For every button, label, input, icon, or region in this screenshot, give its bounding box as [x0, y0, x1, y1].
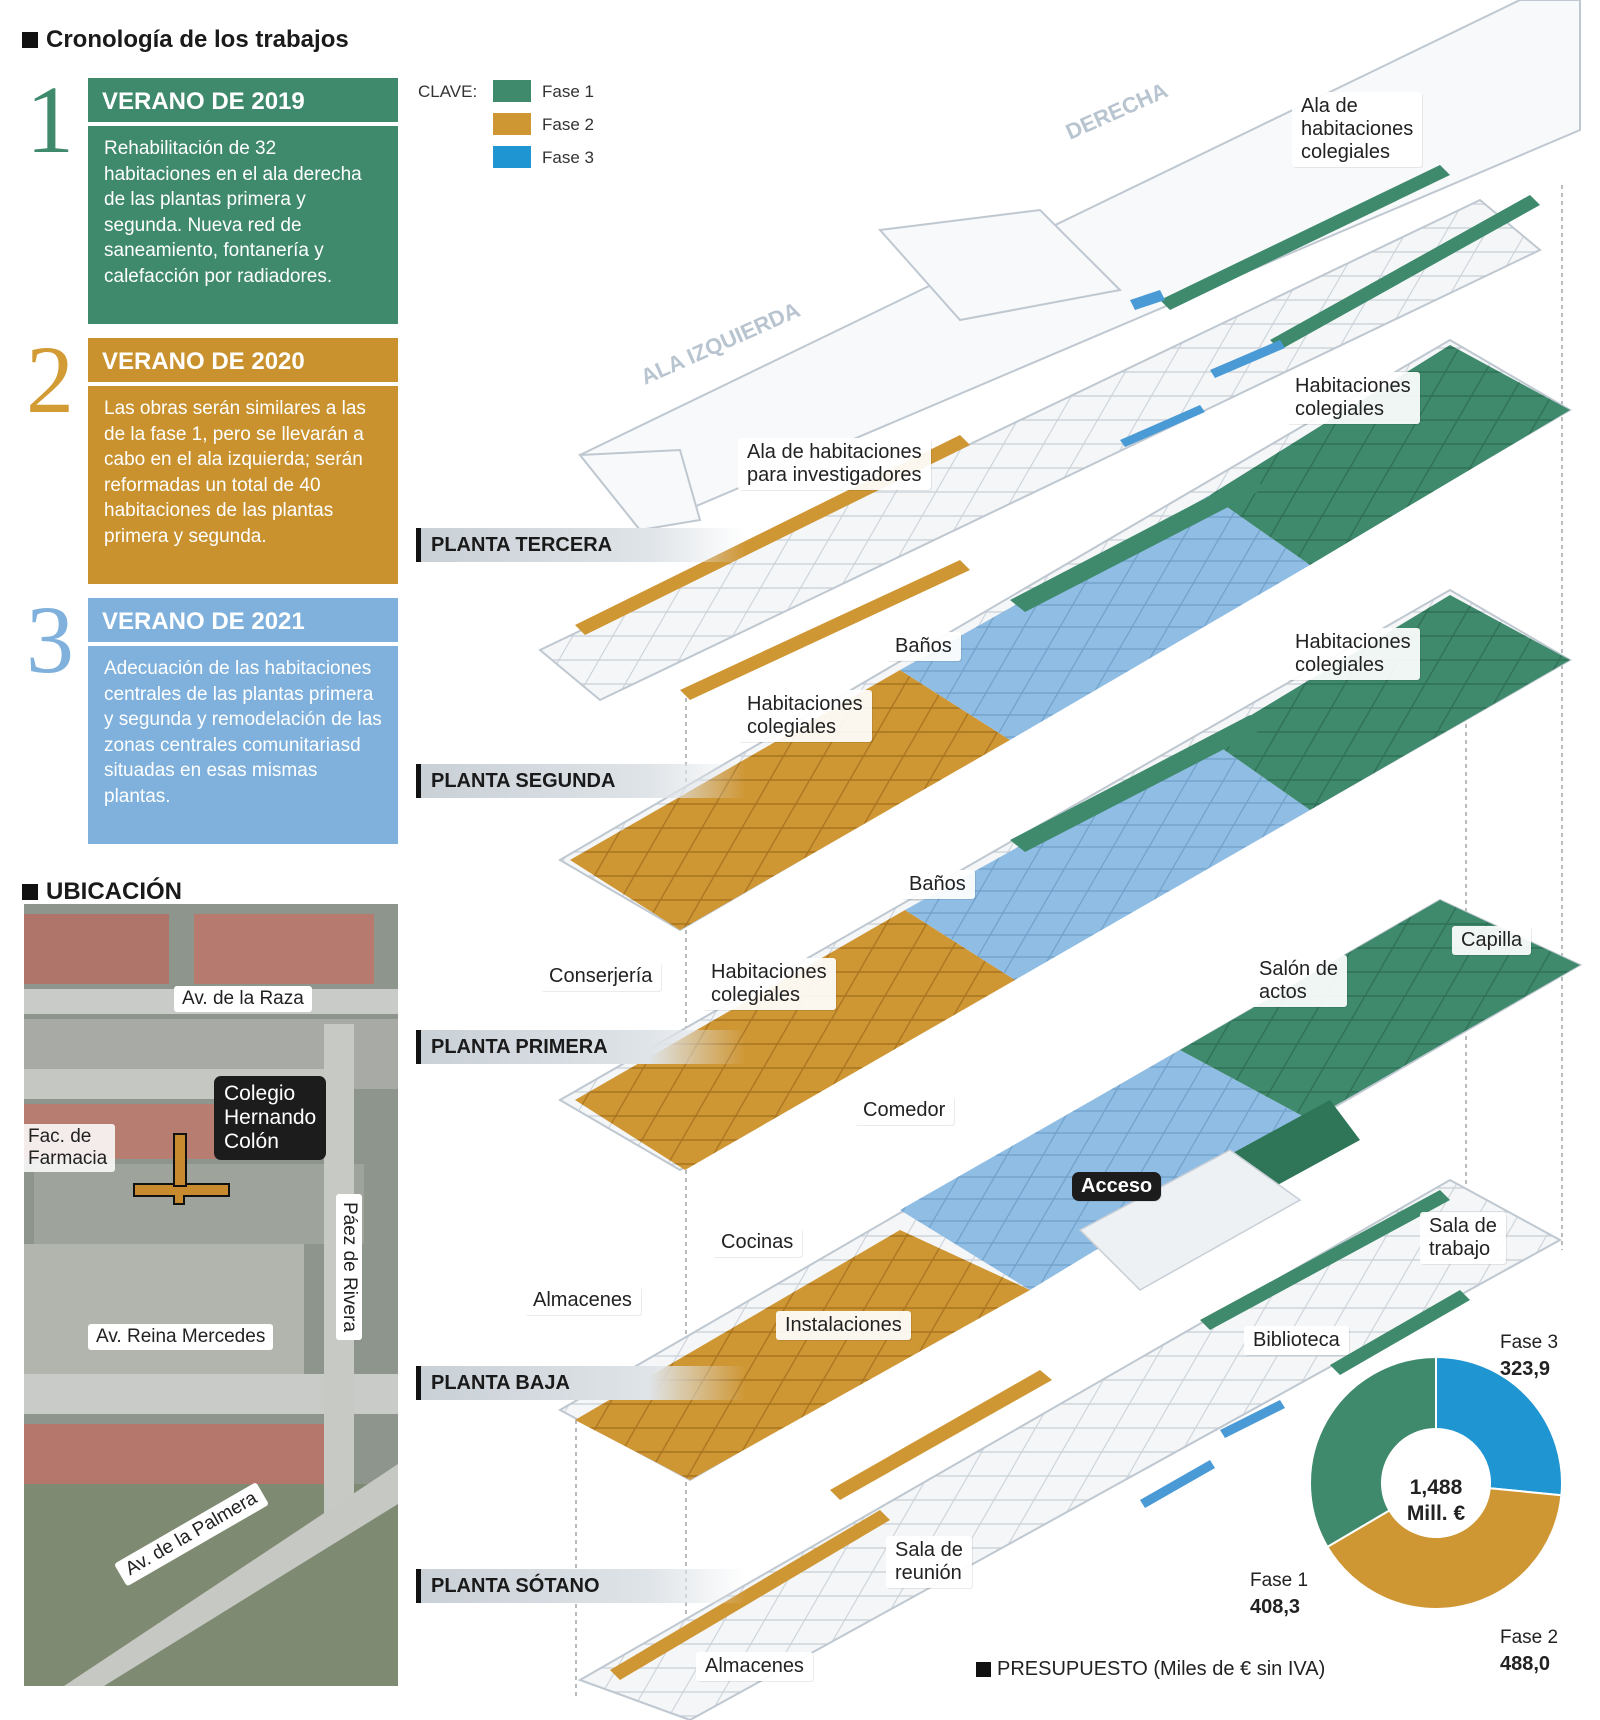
phase-number: 2 [26, 326, 74, 433]
room-label-b-cocinas: Cocinas [712, 1228, 803, 1257]
donut-label-fase1-name: Fase 1 [1250, 1570, 1309, 1591]
bullet-square-icon [22, 884, 38, 900]
donut-label-fase2-name: Fase 2 [1500, 1627, 1559, 1648]
donut-slice-fase-1 [1309, 1355, 1437, 1549]
floor-label: PLANTA PRIMERA [416, 1030, 746, 1064]
donut-label-fase1-value: 408,3 [1250, 1596, 1301, 1618]
donut-label-fase2-value: 488,0 [1500, 1653, 1551, 1675]
phase-heading: VERANO DE 2019 [88, 78, 398, 122]
legend-label: Fase 3 [542, 148, 594, 167]
donut-label-fase1: Fase 1 408,3 [1250, 1568, 1308, 1621]
floor-label: PLANTA SEGUNDA [416, 764, 746, 798]
legend-swatch [493, 146, 531, 168]
phase-number: 3 [26, 586, 74, 693]
donut-label-fase3-value: 323,9 [1500, 1358, 1551, 1380]
phase-number: 1 [26, 66, 74, 173]
floor-label: PLANTA BAJA [416, 1366, 746, 1400]
floor-sotano [577, 1178, 1563, 1720]
location-map: Av. de la Raza Av. Reina Mercedes Páez d… [24, 904, 398, 1686]
room-label-b-almacenes: Almacenes [524, 1286, 641, 1315]
room-label-p-banos: Baños [900, 870, 975, 899]
location-title: UBICACIÓN [22, 878, 182, 906]
floor-tercera [538, 165, 1542, 702]
budget-title: PRESUPUESTO (Miles de € sin IVA) [976, 1658, 1325, 1681]
floor-primera [558, 588, 1572, 1172]
room-label-b-salon: Salón de actos [1250, 955, 1347, 1007]
room-label-t-investigadores: Ala de habitaciones para investigadores [738, 438, 931, 490]
phase-description: Rehabilitación de 32 habitaciones en el … [88, 126, 398, 324]
legend-label: Fase 1 [542, 82, 594, 101]
floor-label: PLANTA SÓTANO [416, 1569, 746, 1603]
aerial-photo [24, 904, 398, 1686]
street-label-paez-rivera: Páez de Rivera [336, 1194, 362, 1340]
room-label-b-acceso: Acceso [1072, 1172, 1162, 1201]
legend-key-label: CLAVE: [418, 82, 478, 101]
room-label-b-capilla: Capilla [1452, 926, 1532, 955]
legend-swatch [493, 113, 531, 135]
donut-center-value: 1,488 [1409, 1476, 1463, 1499]
phase-description: Las obras serán similares a las de la fa… [88, 386, 398, 584]
donut-slice-fase-3 [1435, 1355, 1563, 1497]
bullet-square-icon [22, 32, 38, 48]
room-label-so-biblioteca: Biblioteca [1244, 1326, 1349, 1355]
donut-label-fase2: Fase 2 488,0 [1500, 1625, 1558, 1678]
timeline-title: Cronología de los trabajos [22, 26, 349, 54]
room-label-p-hab-col-left: Habitaciones colegiales [702, 958, 836, 1010]
legend-label: Fase 2 [542, 115, 594, 134]
room-label-s-hab-col-right: Habitaciones colegiales [1286, 372, 1420, 424]
donut-center: 1,488 Mill. € [1385, 1475, 1487, 1527]
donut-label-fase3-name: Fase 3 [1500, 1332, 1559, 1353]
floor-label: PLANTA TERCERA [416, 528, 746, 562]
room-label-so-sala-reunion: Sala de reunión [886, 1536, 972, 1588]
room-label-p-conserjeria: Conserjería [540, 962, 662, 991]
room-label-p-hab-col-right: Habitaciones colegiales [1286, 628, 1420, 680]
fac-farmacia-label: Fac. de Farmacia [24, 1124, 116, 1172]
room-label-s-banos: Baños [886, 632, 961, 661]
phase-description: Adecuación de las habitaciones centrales… [88, 646, 398, 844]
room-label-t-hab-col: Ala de habitaciones colegiales [1292, 92, 1423, 167]
budget-donut [1309, 1355, 1563, 1610]
phase-heading: VERANO DE 2020 [88, 338, 398, 382]
room-label-b-comedor: Comedor [854, 1096, 955, 1125]
floor-segunda [558, 338, 1572, 932]
colegio-label: Colegio Hernando Colón [214, 1076, 327, 1160]
donut-slice-fase-2 [1326, 1487, 1563, 1610]
room-label-so-sala-trabajo: Sala de trabajo [1420, 1212, 1506, 1264]
room-label-s-hab-col-left: Habitaciones colegiales [738, 690, 872, 742]
room-label-so-almacenes: Almacenes [696, 1652, 813, 1681]
donut-center-unit: Mill. € [1406, 1502, 1466, 1525]
bullet-square-icon [976, 1662, 991, 1677]
street-label-raza: Av. de la Raza [174, 986, 312, 1012]
street-label-reina-mercedes: Av. Reina Mercedes [88, 1324, 274, 1350]
phase-heading: VERANO DE 2021 [88, 598, 398, 642]
roof-label-right: DERECHA [1062, 77, 1172, 144]
legend-swatch [493, 80, 531, 102]
donut-label-fase3: Fase 3 323,9 [1500, 1330, 1558, 1383]
room-label-b-instalaciones: Instalaciones [776, 1311, 911, 1340]
